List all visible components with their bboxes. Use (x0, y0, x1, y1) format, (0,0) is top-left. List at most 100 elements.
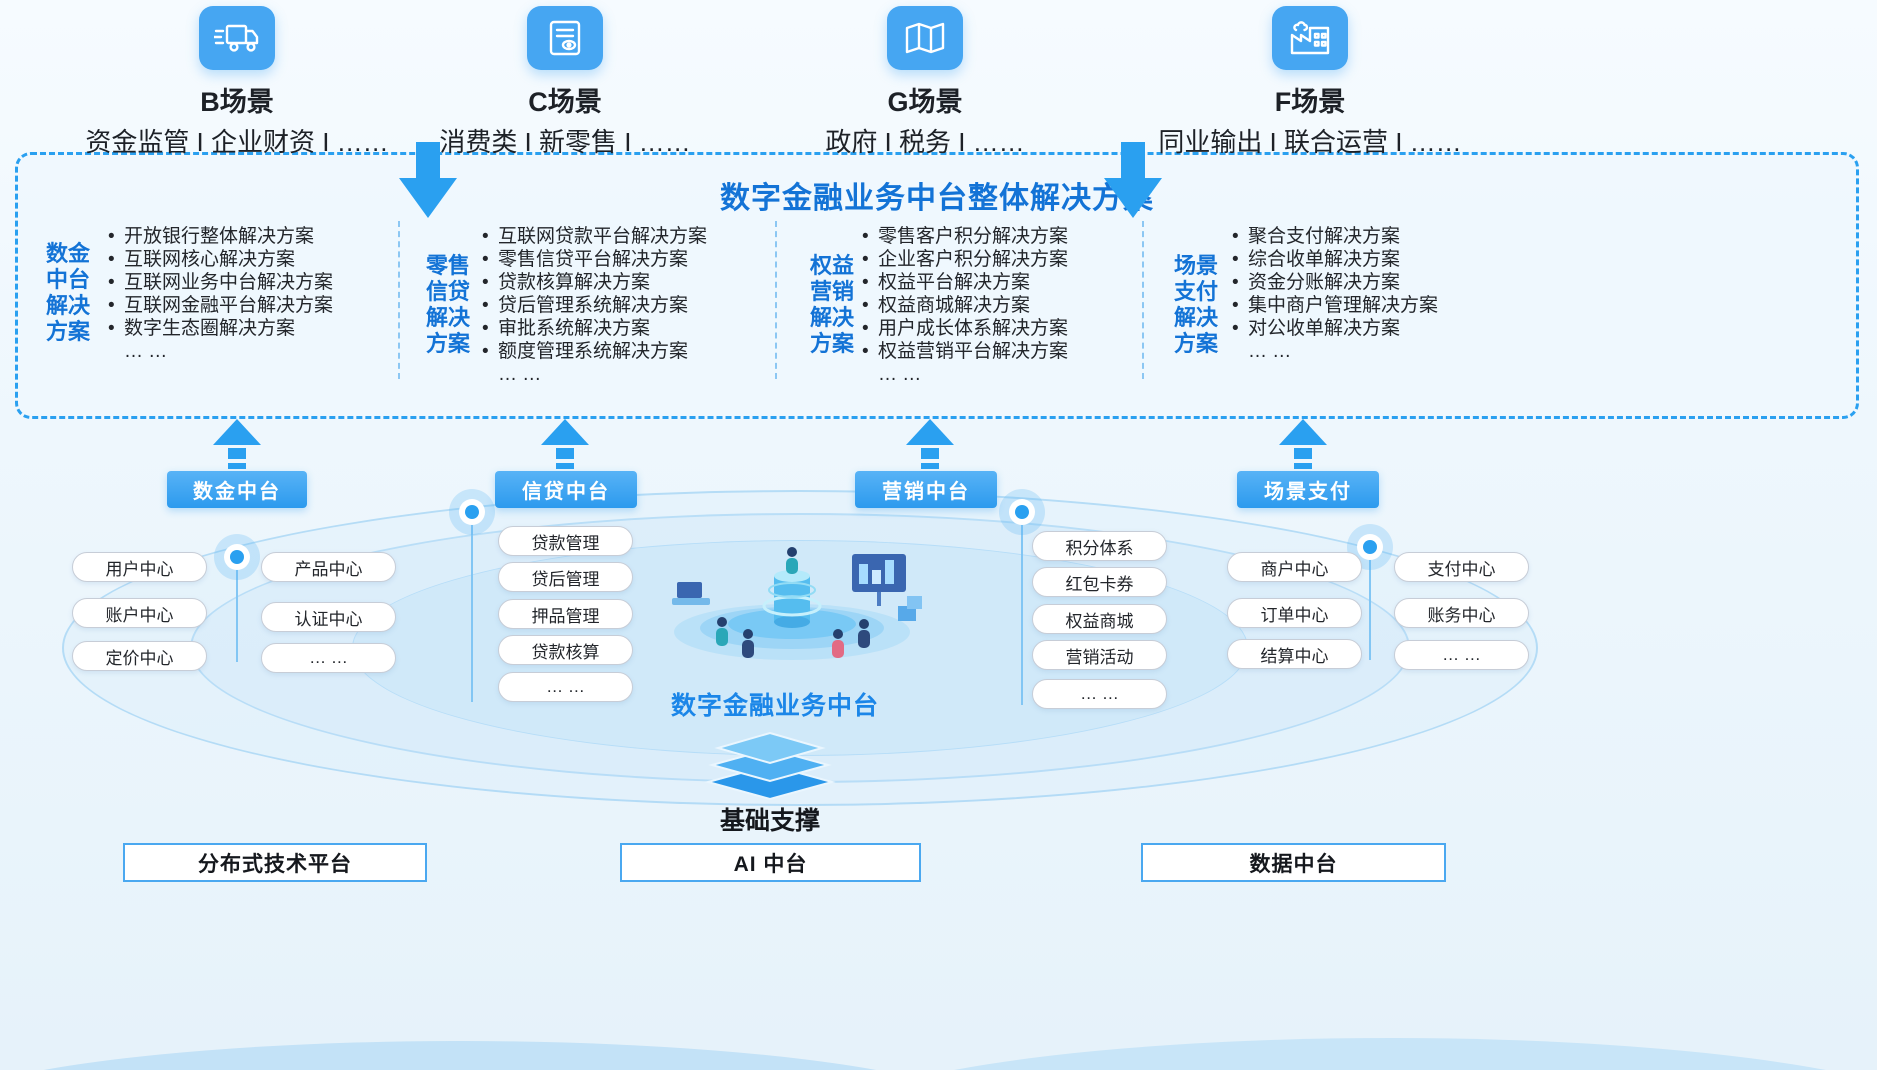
column-items-xindai: 互联网贷款平台解决方案 零售信贷平台解决方案 贷款核算解决方案 贷后管理系统解决… (480, 225, 707, 386)
center-pill: 结算中心 (1227, 639, 1362, 669)
scenario-g: G场景 政府 I 税务 I …… (695, 6, 1155, 159)
column-label-line: 零售 (425, 253, 470, 278)
center-pill: 账户中心 (72, 598, 207, 628)
column-divider (398, 221, 400, 379)
column-items-yingxiao: 零售客户积分解决方案 企业客户积分解决方案 权益平台解决方案 权益商城解决方案 … (860, 225, 1068, 386)
center-pill: 商户中心 (1227, 552, 1362, 582)
column-label-line: 数金 (45, 241, 90, 266)
solution-item: 综合收单解决方案 (1230, 248, 1438, 271)
column-label-line: 解决 (425, 305, 470, 330)
scenario-title: C场景 (528, 87, 602, 117)
scenario-title: G场景 (887, 87, 963, 117)
column-label-line: 营销 (809, 279, 854, 304)
scenario-title: B场景 (200, 87, 274, 117)
column-label-yingxiao: 权益 营销 解决 方案 (806, 253, 858, 357)
connector-line (236, 557, 238, 662)
up-arrow-icon (1279, 419, 1327, 469)
up-arrow-icon (541, 419, 589, 469)
center-platform-label: 数字金融业务中台 (670, 692, 879, 720)
center-pill: … … (498, 672, 633, 702)
center-pill: … … (261, 643, 396, 673)
solution-item: 互联网贷款平台解决方案 (480, 225, 707, 248)
layers-icon (704, 731, 836, 801)
solution-item: 对公收单解决方案 (1230, 317, 1438, 340)
column-label-line: 权益 (809, 253, 854, 278)
down-arrow-icon (1104, 142, 1162, 218)
column-label-line: 中台 (45, 267, 90, 292)
scenario-subtitle: 政府 I 税务 I …… (825, 127, 1025, 157)
column-label-line: 方案 (809, 331, 854, 356)
column-label-line: 场景 (1173, 253, 1218, 278)
column-label-xindai: 零售 信贷 解决 方案 (422, 253, 474, 357)
scenario-title: F场景 (1274, 87, 1346, 117)
down-arrow-icon (399, 142, 457, 218)
middle-button-yingxiao: 营销中台 (855, 471, 997, 508)
center-pill: 定价中心 (72, 641, 207, 671)
receipt-icon (527, 6, 603, 70)
center-pill: 账务中心 (1394, 598, 1529, 628)
solution-item: 开放银行整体解决方案 (106, 225, 333, 248)
solution-item: 数字生态圈解决方案 (106, 317, 333, 340)
column-label-line: 解决 (45, 293, 90, 318)
column-label-line: 支付 (1173, 279, 1218, 304)
middle-button-xindai: 信贷中台 (495, 471, 637, 508)
column-divider (1142, 221, 1144, 379)
scenario-subtitle: 同业输出 I 联合运营 I …… (1158, 127, 1462, 157)
bottom-wave (0, 1041, 1000, 1070)
solution-item-more: … … (498, 364, 542, 385)
solution-item: 零售信贷平台解决方案 (480, 248, 707, 271)
solution-box-title: 数字金融业务中台整体解决方案 (720, 182, 1154, 215)
solution-item: 贷后管理系统解决方案 (480, 294, 707, 317)
center-pill: 订单中心 (1227, 598, 1362, 628)
center-pill: … … (1032, 679, 1167, 709)
solution-item-more: … … (1248, 341, 1292, 362)
middle-button-shujin: 数金中台 (167, 471, 307, 508)
center-pill: 权益商城 (1032, 604, 1167, 634)
bottom-platform-ai: AI 中台 (620, 843, 921, 882)
scenario-c: C场景 消费类 I 新零售 I …… (335, 6, 795, 159)
truck-icon (199, 6, 275, 70)
bottom-platform-distributed-tech: 分布式技术平台 (123, 843, 427, 882)
map-icon (887, 6, 963, 70)
factory-icon (1272, 6, 1348, 70)
solution-item: 贷款核算解决方案 (480, 271, 707, 294)
solution-item: 额度管理系统解决方案 (480, 340, 707, 363)
solution-item: 互联网核心解决方案 (106, 248, 333, 271)
center-pill: 营销活动 (1032, 640, 1167, 670)
scenario-subtitle: 资金监管 I 企业财资 I …… (85, 127, 389, 157)
column-divider (775, 221, 777, 379)
connector-line (1369, 548, 1371, 660)
connector-node (999, 489, 1045, 535)
column-label-line: 方案 (1173, 331, 1218, 356)
column-items-shujin: 开放银行整体解决方案 互联网核心解决方案 互联网业务中台解决方案 互联网金融平台… (106, 225, 333, 363)
column-label-changjing: 场景 支付 解决 方案 (1170, 253, 1222, 357)
solution-item: 权益营销平台解决方案 (860, 340, 1068, 363)
solution-item: 用户成长体系解决方案 (860, 317, 1068, 340)
center-pill: 贷款核算 (498, 635, 633, 665)
column-items-changjing: 聚合支付解决方案 综合收单解决方案 资金分账解决方案 集中商户管理解决方案 对公… (1230, 225, 1438, 363)
solution-item: 资金分账解决方案 (1230, 271, 1438, 294)
connector-line (1021, 512, 1023, 705)
column-label-line: 信贷 (425, 279, 470, 304)
solution-item: 互联网业务中台解决方案 (106, 271, 333, 294)
solution-item-more: … … (124, 341, 168, 362)
foundation-label: 基础支撑 (719, 807, 820, 835)
column-label-line: 解决 (1173, 305, 1218, 330)
platform-illustration (672, 547, 922, 660)
center-pill: 红包卡券 (1032, 567, 1167, 597)
solution-box: 数字金融业务中台整体解决方案 数金 中台 解决 方案 开放银行整体解决方案 互联… (15, 152, 1859, 419)
solution-item: 权益商城解决方案 (860, 294, 1068, 317)
scenario-f: F场景 同业输出 I 联合运营 I …… (1080, 6, 1540, 159)
solution-item: 集中商户管理解决方案 (1230, 294, 1438, 317)
center-pill: 用户中心 (72, 552, 207, 582)
bottom-wave (820, 1038, 1877, 1070)
center-pill: … … (1394, 640, 1529, 670)
scenario-b: B场景 资金监管 I 企业财资 I …… (7, 6, 467, 159)
center-pill: 积分体系 (1032, 531, 1167, 561)
center-pill: 押品管理 (498, 599, 633, 629)
solution-item: 聚合支付解决方案 (1230, 225, 1438, 248)
solution-item: 权益平台解决方案 (860, 271, 1068, 294)
center-pill: 认证中心 (261, 602, 396, 632)
connector-line (471, 512, 473, 702)
